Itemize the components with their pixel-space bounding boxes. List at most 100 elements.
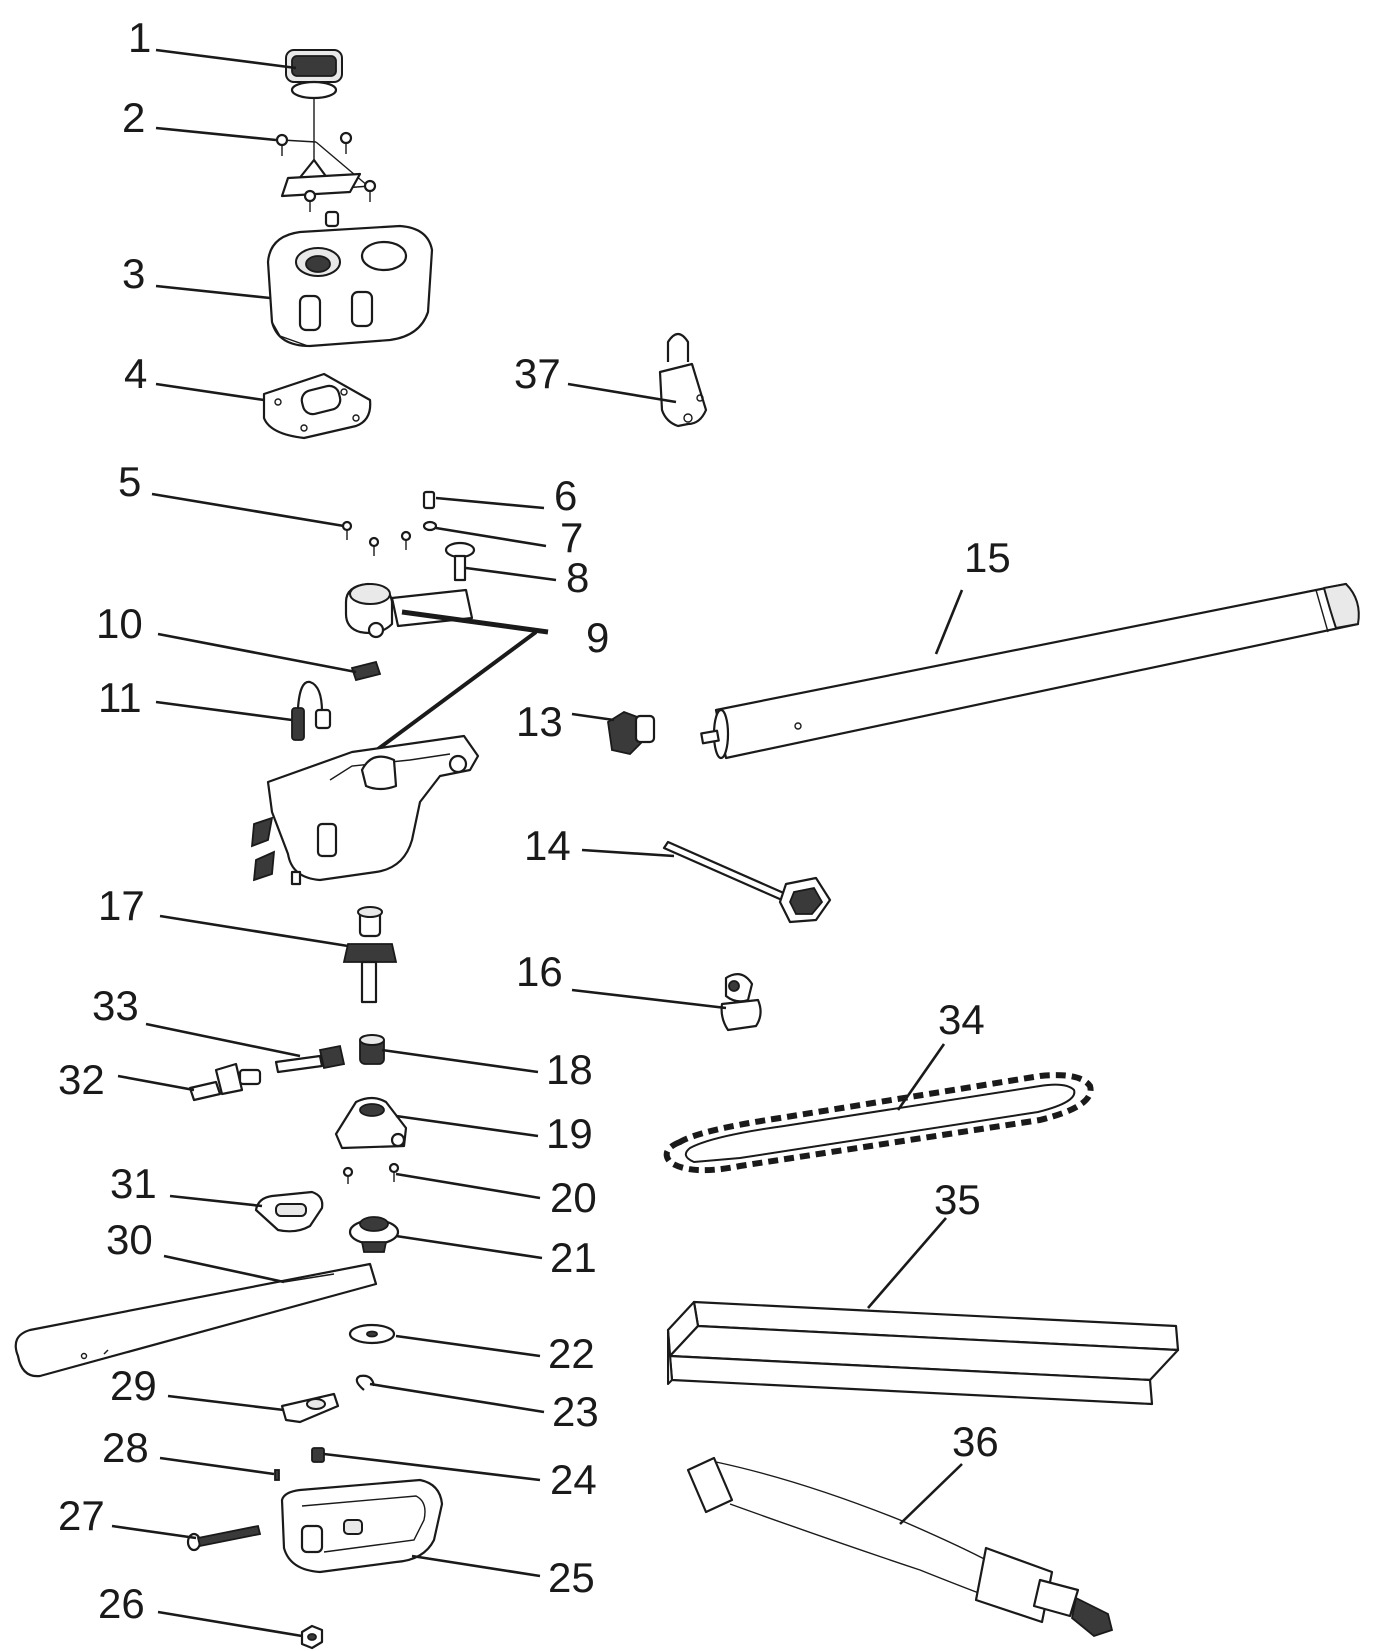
part-9-oil-pump bbox=[344, 582, 549, 754]
leader-3 bbox=[155, 284, 271, 300]
callout-27: 27 bbox=[58, 1492, 105, 1539]
leader-10 bbox=[157, 632, 357, 674]
leader-14 bbox=[581, 848, 675, 858]
callout-9: 9 bbox=[586, 614, 609, 661]
leader-33 bbox=[145, 1022, 301, 1058]
leader-15 bbox=[934, 589, 964, 655]
leader-20 bbox=[395, 1172, 541, 1200]
part-17-drive-shaft bbox=[342, 906, 398, 1004]
leader-34 bbox=[896, 1043, 946, 1111]
leader-24 bbox=[323, 1452, 541, 1482]
callout-25: 25 bbox=[548, 1554, 595, 1601]
part-27-long-bolt bbox=[186, 1524, 262, 1552]
part-36-shoulder-strap bbox=[686, 1456, 1114, 1638]
leader-19 bbox=[395, 1114, 539, 1138]
part-20-screws bbox=[342, 1162, 400, 1184]
leader-4 bbox=[155, 382, 265, 402]
part-3-oil-tank bbox=[266, 224, 434, 348]
part-30-guide-bar bbox=[14, 1262, 378, 1378]
part-7-washer bbox=[422, 520, 438, 532]
part-19-oil-outlet bbox=[334, 1096, 408, 1150]
leader-22 bbox=[395, 1334, 541, 1358]
leader-32 bbox=[117, 1074, 195, 1092]
leader-11 bbox=[155, 700, 293, 722]
leader-17 bbox=[159, 914, 349, 948]
callout-1: 1 bbox=[128, 14, 151, 61]
leader-26 bbox=[157, 1610, 303, 1638]
leader-29 bbox=[167, 1394, 285, 1412]
part-23-circlip bbox=[355, 1374, 376, 1391]
callout-16: 16 bbox=[516, 948, 563, 995]
callout-23: 23 bbox=[552, 1388, 599, 1435]
callout-18: 18 bbox=[546, 1046, 593, 1093]
callout-26: 26 bbox=[98, 1580, 145, 1627]
leader-31 bbox=[169, 1194, 263, 1208]
part-22-washer bbox=[348, 1323, 396, 1345]
part-13-bevel-gear bbox=[607, 711, 656, 755]
callout-31: 31 bbox=[110, 1160, 157, 1207]
part-1-oil-cap bbox=[285, 49, 343, 192]
leader-37 bbox=[567, 382, 677, 404]
callout-37: 37 bbox=[514, 350, 561, 397]
callout-7: 7 bbox=[560, 514, 583, 561]
part-28-pin bbox=[274, 1469, 280, 1481]
callout-2: 2 bbox=[122, 94, 145, 141]
leader-8 bbox=[465, 566, 557, 582]
part-35-scabbard bbox=[666, 1300, 1180, 1406]
leader-23 bbox=[369, 1382, 545, 1414]
part-26-nut bbox=[300, 1624, 324, 1650]
callout-29: 29 bbox=[110, 1362, 157, 1409]
callout-15: 15 bbox=[964, 534, 1011, 581]
part-11-cable bbox=[291, 680, 332, 741]
leader-30 bbox=[163, 1254, 285, 1284]
callout-36: 36 bbox=[952, 1418, 999, 1465]
leader-18 bbox=[381, 1048, 539, 1074]
part-25-sprocket-cover bbox=[280, 1478, 444, 1574]
callout-35: 35 bbox=[934, 1176, 981, 1223]
part-32-pump-lever bbox=[188, 1062, 262, 1102]
callout-30: 30 bbox=[106, 1216, 153, 1263]
part-2-screws bbox=[275, 131, 377, 228]
callout-34: 34 bbox=[938, 996, 985, 1043]
part-21-sprocket bbox=[348, 1216, 400, 1253]
callout-32: 32 bbox=[58, 1056, 105, 1103]
part-34-saw-chain bbox=[663, 1072, 1094, 1174]
leader-5 bbox=[151, 492, 345, 528]
leader-lines bbox=[111, 48, 964, 1638]
callout-19: 19 bbox=[546, 1110, 593, 1157]
part-8-bolt bbox=[444, 541, 476, 582]
part-29-tensioner-plate bbox=[280, 1392, 340, 1424]
leader-7 bbox=[435, 526, 547, 548]
leader-6 bbox=[435, 496, 545, 510]
gearbox-housing bbox=[250, 734, 480, 886]
part-14-wrench bbox=[662, 840, 832, 924]
part-18-worm-gear bbox=[359, 1034, 385, 1065]
callout-11: 11 bbox=[98, 674, 142, 721]
callout-5: 5 bbox=[118, 458, 141, 505]
part-6-pin bbox=[422, 490, 436, 510]
part-37-shackle bbox=[658, 332, 708, 428]
callout-3: 3 bbox=[122, 250, 145, 297]
callout-10: 10 bbox=[96, 600, 143, 647]
callout-33: 33 bbox=[92, 982, 139, 1029]
leader-25 bbox=[411, 1554, 541, 1578]
part-16-clamp bbox=[720, 973, 762, 1032]
callout-21: 21 bbox=[550, 1234, 597, 1281]
part-15-extension-pole bbox=[700, 582, 1360, 760]
leader-21 bbox=[395, 1234, 543, 1260]
leader-2 bbox=[155, 126, 277, 142]
callout-numbers: 1 2 3 4 5 6 7 8 9 10 11 13 14 15 16 17 1… bbox=[58, 14, 1011, 1627]
leader-28 bbox=[159, 1456, 275, 1476]
callout-14: 14 bbox=[524, 822, 571, 869]
callout-20: 20 bbox=[550, 1174, 597, 1221]
callout-17: 17 bbox=[98, 882, 145, 929]
part-4-gasket bbox=[262, 372, 372, 440]
callout-28: 28 bbox=[102, 1424, 149, 1471]
leader-16 bbox=[571, 988, 727, 1010]
callout-6: 6 bbox=[554, 472, 577, 519]
callout-24: 24 bbox=[550, 1456, 597, 1503]
part-10-pad bbox=[350, 660, 382, 682]
callout-13: 13 bbox=[516, 698, 563, 745]
callout-22: 22 bbox=[548, 1330, 595, 1377]
